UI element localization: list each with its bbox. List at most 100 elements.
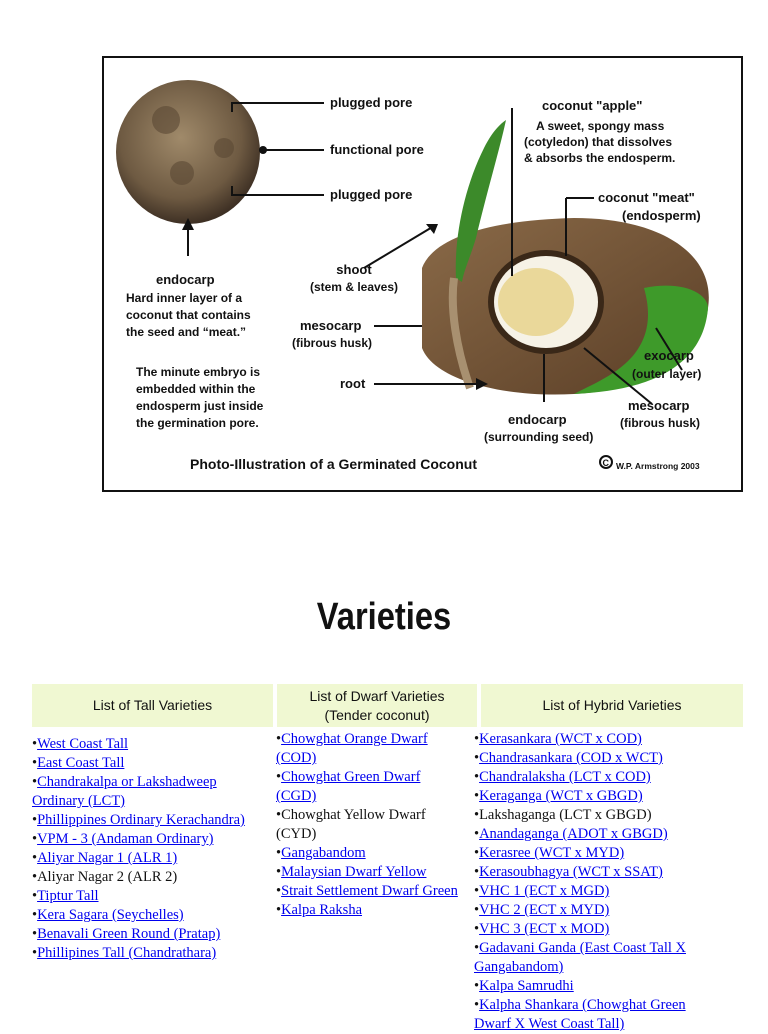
header-dwarf: List of Dwarf Varieties (Tender coconut): [277, 684, 477, 727]
label-meat-desc: (endosperm): [622, 208, 701, 223]
hybrid-variety-item: •Gadavani Ganda (East Coast Tall X Ganga…: [474, 939, 718, 977]
variety-link[interactable]: Tiptur Tall: [37, 888, 99, 904]
variety-link[interactable]: VHC 3 (ECT x MOD): [479, 921, 610, 937]
variety-link[interactable]: Phillippines Ordinary Kerachandra): [37, 812, 245, 828]
bullet: •: [276, 769, 282, 785]
hybrid-varieties-list: •Kerasankara (WCT x COD)•Chandrasankara …: [474, 730, 718, 1034]
dwarf-variety-item: •Chowghat Orange Dwarf (COD): [276, 730, 462, 768]
variety-link[interactable]: Chandrasankara (COD x WCT): [479, 750, 663, 766]
variety-link[interactable]: Kalpa Samrudhi: [479, 978, 574, 994]
variety-link[interactable]: VPM - 3 (Andaman Ordinary): [37, 831, 214, 847]
tall-variety-item: •Phillippines Ordinary Kerachandra): [32, 811, 256, 830]
variety-link[interactable]: Aliyar Nagar 1 (ALR 1): [37, 850, 178, 866]
variety-link[interactable]: Malaysian Dwarf Yellow: [281, 864, 427, 880]
variety-link[interactable]: Chandrakalpa or Lakshadweep Ordinary (LC…: [32, 774, 217, 809]
header-hybrid: List of Hybrid Varieties: [481, 684, 743, 727]
tall-variety-item: •West Coast Tall: [32, 735, 256, 754]
label-coconut-meat: coconut "meat": [598, 190, 695, 205]
varieties-table: List of Tall Varieties List of Dwarf Var…: [32, 684, 743, 1032]
hybrid-variety-item: •Chandralaksha (LCT x COD): [474, 768, 718, 787]
label-endocarp-bottom-desc: (surrounding seed): [484, 430, 594, 444]
label-exocarp: exocarp: [644, 348, 694, 363]
label-endocarp-desc-1: Hard inner layer of a: [126, 291, 243, 305]
bullet: •: [474, 750, 480, 766]
coconut-apple: [498, 268, 574, 336]
label-endocarp-bottom: endocarp: [508, 412, 567, 427]
page-heading: Varieties: [316, 596, 452, 638]
label-shoot: shoot: [336, 262, 372, 277]
tall-variety-item: •Tiptur Tall: [32, 887, 256, 906]
variety-link[interactable]: Gangabandom: [281, 845, 366, 861]
bullet: •: [32, 812, 38, 828]
hybrid-variety-item: •VHC 1 (ECT x MGD): [474, 882, 718, 901]
variety-link[interactable]: VHC 1 (ECT x MGD): [479, 883, 610, 899]
variety-link[interactable]: East Coast Tall: [37, 755, 125, 771]
header-hybrid-label: List of Hybrid Varieties: [542, 697, 682, 713]
variety-link[interactable]: Phillipines Tall (Chandrathara): [37, 945, 217, 961]
hybrid-variety-item: •Kalpa Samrudhi: [474, 977, 718, 996]
bullet: •: [474, 978, 480, 994]
variety-link[interactable]: Chowghat Orange Dwarf (COD): [276, 731, 428, 766]
coconut-illustration: C plugged pore functional pore plugged p…: [102, 56, 743, 492]
shoot: [455, 120, 506, 282]
label-exocarp-desc: (outer layer): [632, 367, 702, 381]
bullet: •: [474, 845, 480, 861]
tall-variety-item: •Aliyar Nagar 2 (ALR 2): [32, 868, 256, 887]
header-tall-label: List of Tall Varieties: [92, 697, 213, 713]
bullet: •: [32, 888, 38, 904]
bullet: •: [474, 731, 480, 747]
variety-link[interactable]: West Coast Tall: [37, 736, 129, 752]
bullet: •: [32, 869, 38, 885]
hybrid-variety-item: •Keraganga (WCT x GBGD): [474, 787, 718, 806]
label-plugged-pore-bottom: plugged pore: [330, 187, 413, 202]
variety-link[interactable]: Keraganga (WCT x GBGD): [479, 788, 643, 804]
bullet: •: [276, 807, 282, 823]
bullet: •: [32, 850, 38, 866]
label-mesocarp-left: mesocarp: [300, 318, 362, 333]
variety-text: Lakshaganga (LCT x GBGD): [479, 807, 652, 823]
variety-link[interactable]: Strait Settlement Dwarf Green: [281, 883, 458, 899]
tall-variety-item: •Kera Sagara (Seychelles): [32, 906, 256, 925]
label-coconut-apple: coconut "apple": [542, 98, 643, 113]
bullet: •: [32, 831, 38, 847]
variety-link[interactable]: Chowghat Green Dwarf (CGD): [276, 769, 421, 804]
label-plugged-pore-top: plugged pore: [330, 95, 413, 110]
label-apple-desc-1: A sweet, spongy mass: [536, 119, 665, 133]
bullet: •: [474, 921, 480, 937]
variety-link[interactable]: Kalpa Raksha: [281, 902, 363, 918]
variety-link[interactable]: VHC 2 (ECT x MYD): [479, 902, 610, 918]
hybrid-variety-item: •Kalpha Shankara (Chowghat Green Dwarf X…: [474, 996, 718, 1034]
label-embryo-2: embedded within the: [136, 382, 256, 396]
label-embryo-3: endosperm just inside: [136, 399, 264, 413]
dwarf-variety-item: •Malaysian Dwarf Yellow: [276, 863, 462, 882]
hybrid-variety-item: •Lakshaganga (LCT x GBGD): [474, 806, 718, 825]
label-mesocarp-right-desc: (fibrous husk): [620, 416, 700, 430]
header-tall: List of Tall Varieties: [32, 684, 273, 727]
hybrid-variety-item: •VHC 2 (ECT x MYD): [474, 901, 718, 920]
tall-variety-item: •Aliyar Nagar 1 (ALR 1): [32, 849, 256, 868]
variety-link[interactable]: Kerasankara (WCT x COD): [479, 731, 642, 747]
bullet: •: [276, 845, 282, 861]
svg-text:C: C: [603, 458, 610, 468]
root: [448, 277, 474, 390]
variety-link[interactable]: Benavali Green Round (Pratap): [37, 926, 221, 942]
tall-variety-item: •VPM - 3 (Andaman Ordinary): [32, 830, 256, 849]
header-dwarf-label: List of Dwarf Varieties: [309, 687, 445, 704]
tall-variety-item: •Chandrakalpa or Lakshadweep Ordinary (L…: [32, 773, 256, 811]
hybrid-variety-item: •Chandrasankara (COD x WCT): [474, 749, 718, 768]
bullet: •: [276, 883, 282, 899]
hybrid-variety-item: •Kerasree (WCT x MYD): [474, 844, 718, 863]
dwarf-variety-item: •Chowghat Yellow Dwarf (CYD): [276, 806, 462, 844]
header-dwarf-sublabel: (Tender coconut): [324, 706, 430, 723]
variety-link[interactable]: Kerasree (WCT x MYD): [479, 845, 625, 861]
variety-link[interactable]: Kera Sagara (Seychelles): [37, 907, 184, 923]
variety-link[interactable]: Anandaganga (ADOT x GBGD): [479, 826, 668, 842]
tall-variety-item: •East Coast Tall: [32, 754, 256, 773]
label-mesocarp-left-desc: (fibrous husk): [292, 336, 372, 350]
variety-link[interactable]: Chandralaksha (LCT x COD): [479, 769, 651, 785]
variety-link[interactable]: Gadavani Ganda (East Coast Tall X Gangab…: [474, 940, 686, 975]
bullet: •: [276, 902, 282, 918]
variety-link[interactable]: Kerasoubhagya (WCT x SSAT): [479, 864, 663, 880]
variety-link[interactable]: Kalpha Shankara (Chowghat Green Dwarf X …: [474, 997, 686, 1032]
variety-text: Chowghat Yellow Dwarf (CYD): [276, 807, 426, 842]
